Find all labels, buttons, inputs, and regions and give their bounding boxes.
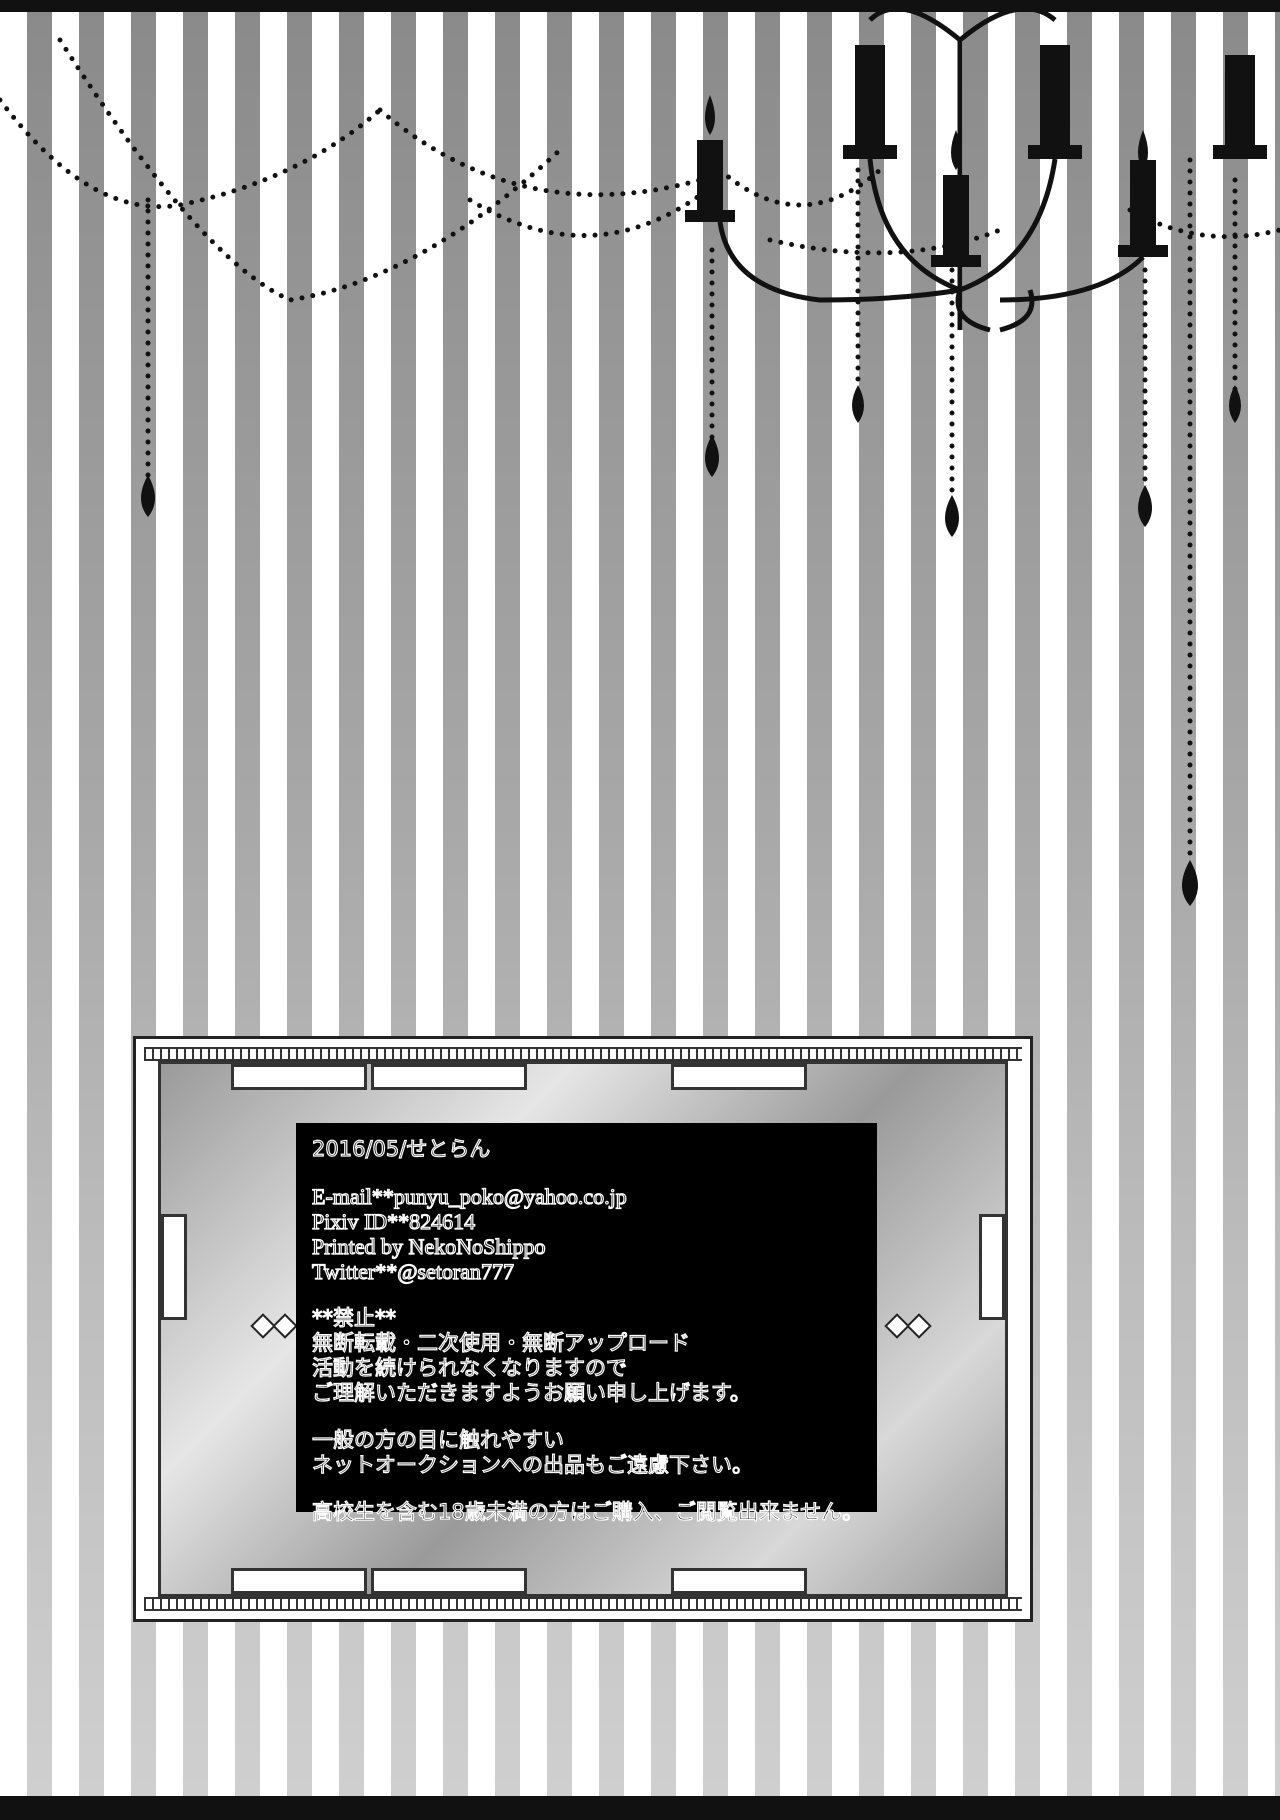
frame-panel <box>671 1064 807 1090</box>
prohibited-title: **禁止** <box>311 1305 396 1330</box>
frame-panel <box>671 1568 807 1594</box>
colophon-box: 2016/05/せとらん E-mail**punyu_poko@yahoo.co… <box>296 1123 877 1525</box>
age-notice: 高校生を含む18歳未満の方はご購入、ご閲覧出来ません。 <box>311 1499 864 1524</box>
bead-garlands <box>0 37 1280 863</box>
notice-line: ネットオークションへの出品もご遠慮下さい。 <box>311 1452 753 1477</box>
date-author: 2016/05/せとらん <box>311 1136 491 1161</box>
candles <box>685 45 1267 267</box>
greek-key-border-top <box>144 1047 1022 1061</box>
greek-key-border-bottom <box>144 1597 1022 1611</box>
frame-panel <box>231 1568 367 1594</box>
frame-panel <box>231 1064 367 1090</box>
bottom-border <box>0 1796 1280 1820</box>
top-border <box>0 0 1280 12</box>
crystal-drops <box>141 385 1241 906</box>
notice-line: 一般の方の目に触れやすい <box>311 1427 564 1452</box>
frame-panel <box>979 1214 1005 1320</box>
prohibited-line: 活動を続けられなくなりますので <box>311 1355 627 1380</box>
email: E-mail**punyu_poko@yahoo.co.jp <box>311 1183 627 1209</box>
pixiv-id: Pixiv ID**824614 <box>311 1208 476 1234</box>
chandelier-arms <box>717 6 1145 333</box>
prohibited-line: 無断転載・二次使用・無断アップロード <box>311 1330 690 1355</box>
frame-panel <box>371 1064 527 1090</box>
printer: Printed by NekoNoShippo <box>311 1233 546 1259</box>
chandelier-illustration <box>0 6 1280 906</box>
twitter: Twitter**@setoran777 <box>311 1258 515 1284</box>
prohibited-line: ご理解いただきますようお願い申し上げます。 <box>311 1380 751 1405</box>
frame-panel <box>371 1568 527 1594</box>
frame-panel <box>161 1214 187 1320</box>
